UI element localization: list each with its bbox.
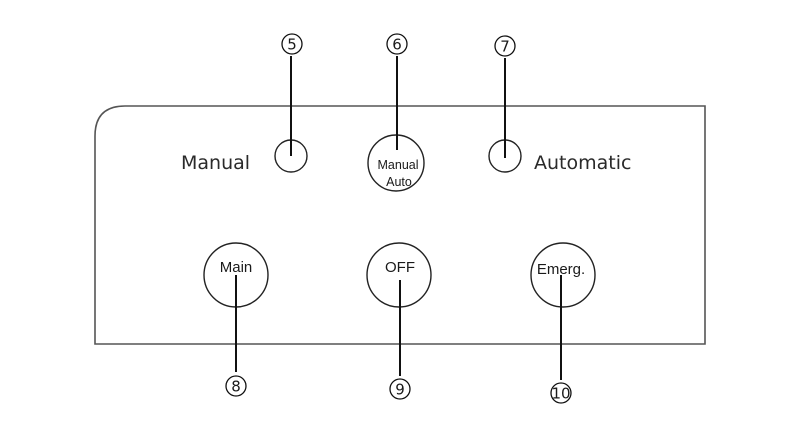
svg-text:5: 5 xyxy=(287,36,297,54)
svg-text:9: 9 xyxy=(395,381,405,399)
main-button-label: Main xyxy=(220,259,253,276)
panel-outline xyxy=(94,105,706,345)
emergency-button-label: Emerg. xyxy=(537,261,585,278)
callout-5: 5 xyxy=(281,33,303,55)
manual-label: Manual xyxy=(181,152,250,174)
callout-8: 8 xyxy=(225,375,247,397)
callout-6: 6 xyxy=(386,33,408,55)
selector-label-line2: Auto xyxy=(386,175,412,189)
leader-lines xyxy=(235,56,562,380)
svg-text:10: 10 xyxy=(551,385,570,403)
svg-text:8: 8 xyxy=(231,378,241,396)
automatic-label: Automatic xyxy=(534,152,631,174)
callout-9: 9 xyxy=(389,378,411,400)
selector-label-line1: Manual xyxy=(378,158,419,172)
callout-7: 7 xyxy=(494,35,516,57)
emergency-button[interactable]: Emerg. xyxy=(530,242,596,308)
callout-10: 10 xyxy=(550,382,572,404)
off-button-label: OFF xyxy=(385,259,415,276)
svg-text:6: 6 xyxy=(392,36,402,54)
svg-text:7: 7 xyxy=(500,38,510,56)
